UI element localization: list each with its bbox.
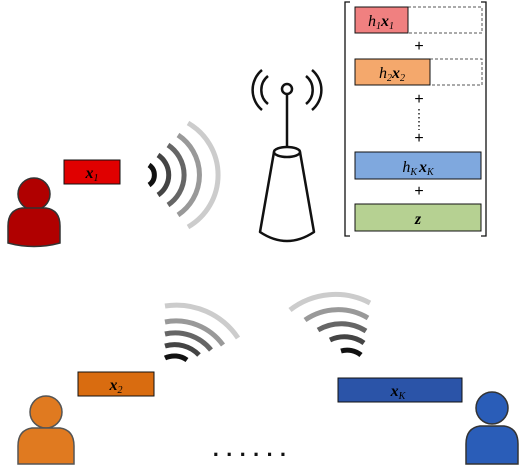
user-K-wave-icon: [288, 291, 372, 358]
noise-label: z: [414, 211, 422, 228]
left-bracket: [344, 1, 350, 237]
term-2-block: [354, 58, 431, 86]
term-K-block: [354, 151, 482, 180]
plus-3: +: [414, 130, 423, 147]
plus-2: +: [414, 91, 423, 108]
user-2-wave-icon: [163, 302, 241, 363]
noise-block: [354, 203, 482, 232]
user-1-signal-label: x1: [85, 165, 99, 184]
term-1-label: h1x1: [368, 13, 394, 32]
user-K-signal-block: [337, 377, 463, 403]
user-1-icon: [7, 177, 61, 248]
right-bracket: [481, 1, 487, 237]
user-K-icon: [465, 391, 519, 465]
user-2-signal-label: x2: [109, 377, 123, 396]
plus-4: +: [414, 183, 423, 200]
user-1-signal-block: [63, 159, 121, 185]
user-2-signal-block: [77, 371, 155, 397]
user-K-signal-label: xK: [390, 383, 407, 402]
user-1-wave-icon: [147, 120, 221, 230]
term-2-label: h2x2: [379, 65, 405, 84]
term-1-dashed-slot: [407, 6, 483, 34]
term-2-dashed-slot: [429, 58, 483, 86]
term-1-block: [354, 6, 409, 34]
base-station-icon: [251, 69, 323, 243]
user-2-icon: [17, 395, 75, 465]
users-ellipsis: · · · · · ·: [213, 442, 288, 466]
plus-1: +: [414, 38, 423, 55]
